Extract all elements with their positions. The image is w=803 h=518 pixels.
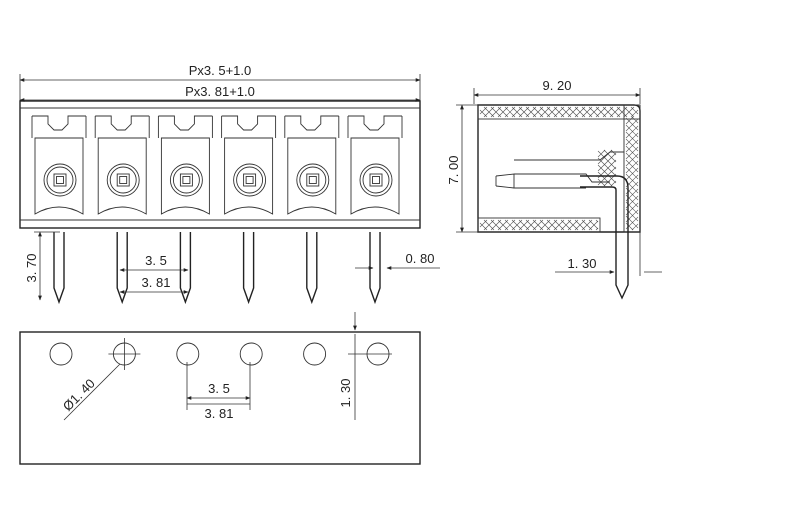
pitch-a-label: 3. 5 bbox=[145, 253, 167, 268]
screw-outer bbox=[296, 163, 330, 197]
pitch-formula-a: Px3. 5+1.0 bbox=[189, 63, 252, 78]
terminal-cell bbox=[347, 115, 403, 215]
terminal-cell bbox=[31, 115, 87, 215]
overall-width-dimension: Px3. 5+1.0 Px3. 81+1.0 bbox=[19, 63, 421, 104]
row-offset-dimension: 1. 30 bbox=[338, 379, 353, 408]
pcb-hole bbox=[303, 342, 327, 366]
front-view: Px3. 5+1.0 Px3. 81+1.0 3. 70 3. 5 3. 81 bbox=[19, 63, 440, 305]
screw-outer bbox=[233, 163, 267, 197]
terminal-cell bbox=[284, 115, 340, 215]
pin bbox=[116, 232, 128, 305]
screw-head bbox=[243, 173, 257, 187]
screw-outer bbox=[169, 163, 203, 197]
height-label: 7. 00 bbox=[446, 156, 461, 185]
pin bbox=[369, 232, 381, 305]
screw-head bbox=[116, 173, 130, 187]
pcb-hole bbox=[108, 338, 141, 370]
pcb-hole bbox=[239, 342, 263, 366]
pitch-b-label: 3. 81 bbox=[142, 275, 171, 290]
housing-body bbox=[19, 100, 421, 229]
height-dimension: 7. 00 bbox=[446, 104, 478, 233]
pcb-pitch-b-label: 3. 81 bbox=[205, 406, 234, 421]
screw-head bbox=[306, 173, 320, 187]
terminal-cells bbox=[31, 115, 403, 215]
screw-head bbox=[369, 173, 383, 187]
terminal-cell bbox=[157, 115, 213, 215]
pin-offset-dimension: 1. 30 bbox=[555, 232, 662, 276]
screw-head bbox=[53, 173, 67, 187]
pcb-hole bbox=[49, 342, 73, 366]
screw-outer bbox=[106, 163, 140, 197]
pin-length-dimension: 3. 70 bbox=[24, 231, 60, 301]
pin-offset-label: 1. 30 bbox=[568, 256, 597, 271]
terminal-cell bbox=[221, 115, 277, 215]
pitch-dimension: 3. 5 3. 81 bbox=[119, 253, 189, 294]
pitch-formula-b: Px3. 81+1.0 bbox=[185, 84, 255, 99]
pin bbox=[242, 232, 255, 305]
screw-head bbox=[179, 173, 193, 187]
pin bbox=[179, 232, 192, 305]
pin-width-dimension: 0. 80 bbox=[355, 251, 440, 270]
side-housing bbox=[477, 104, 641, 300]
pin bbox=[53, 232, 65, 305]
screw-outer bbox=[359, 163, 393, 197]
terminal-cell bbox=[94, 115, 150, 215]
hole-diameter-label: Ø1. 40 bbox=[60, 376, 98, 414]
pins bbox=[53, 232, 381, 305]
depth-label: 9. 20 bbox=[543, 78, 572, 93]
pcb-pitch-dimension: 3. 5 3. 81 bbox=[186, 362, 251, 421]
pcb-holes bbox=[49, 338, 390, 370]
pin-length-label: 3. 70 bbox=[24, 254, 39, 283]
pcb-pitch-a-label: 3. 5 bbox=[208, 381, 230, 396]
wall-hatching bbox=[479, 106, 639, 231]
hole-diameter-dimension: Ø1. 40 bbox=[60, 363, 121, 421]
pin-width-label: 0. 80 bbox=[406, 251, 435, 266]
pcb-hole bbox=[176, 342, 200, 366]
depth-dimension: 9. 20 bbox=[473, 78, 641, 104]
screw-outer bbox=[43, 163, 77, 197]
pcb-layout: 1. 30 Ø1. 40 3. 5 3. 81 bbox=[19, 312, 421, 465]
pcb-outline bbox=[19, 331, 421, 465]
side-view: 9. 20 7. 00 bbox=[446, 78, 662, 300]
pin bbox=[306, 232, 318, 305]
row-offset-label: 1. 30 bbox=[338, 379, 353, 408]
